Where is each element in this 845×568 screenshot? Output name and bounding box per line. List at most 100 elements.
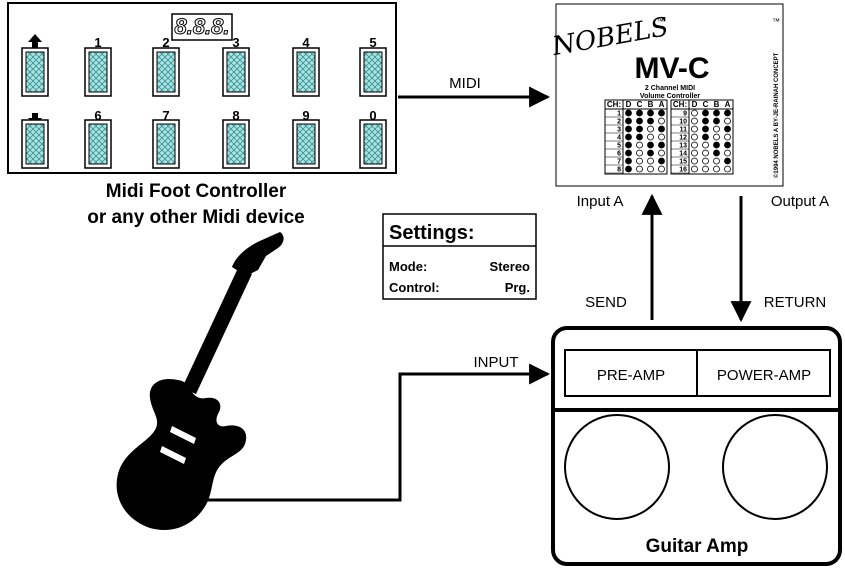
dot-empty [713, 165, 720, 173]
mvc-controller: NOBELS ™ MV-C 2 Channel MIDI Volume Cont… [549, 3, 784, 187]
dot-empty [713, 157, 720, 165]
dot-empty [702, 165, 709, 173]
table-header: C [637, 100, 643, 109]
dot-empty [702, 149, 709, 157]
pedal-label: 1 [94, 35, 101, 50]
channel-number: 16 [679, 167, 687, 174]
dot-filled [647, 149, 654, 157]
dot-filled [625, 165, 632, 173]
pedal-switch-bottom-5 [359, 119, 387, 169]
dot-filled [625, 157, 632, 165]
dot-empty [647, 133, 654, 141]
table-header: D [626, 100, 632, 109]
mvc-subtitle2: Volume Controller [640, 93, 700, 100]
pedal-switch-top-3 [222, 47, 250, 97]
dot-filled [724, 141, 731, 149]
pedal-label: 7 [162, 108, 169, 123]
arrow-up-icon [28, 34, 42, 48]
pedal-label: 9 [302, 108, 309, 123]
channel-number: 5 [617, 143, 621, 150]
channel-number: 8 [617, 167, 621, 174]
dot-filled [713, 149, 720, 157]
dot-empty [636, 141, 643, 149]
dot-filled [713, 109, 720, 117]
dot-empty [713, 133, 720, 141]
channel-number: 10 [679, 119, 687, 126]
dot-filled [625, 149, 632, 157]
pedal-label: 8 [232, 108, 239, 123]
dot-filled [658, 141, 665, 149]
dot-filled [647, 109, 654, 117]
settings-mode-value: Stereo [490, 259, 531, 274]
preamp-label: PRE-AMP [597, 367, 665, 384]
pedal-switch-bottom-4 [292, 119, 320, 169]
pedal-label: 5 [369, 35, 376, 50]
dot-empty [724, 133, 731, 141]
dot-filled [625, 141, 632, 149]
output-a-label: Output A [771, 193, 829, 210]
dot-filled [636, 133, 643, 141]
dot-empty [691, 149, 698, 157]
pedal-label: 2 [162, 35, 169, 50]
channel-number: 15 [679, 159, 687, 166]
dot-empty [636, 165, 643, 173]
input-a-label: Input A [577, 193, 624, 210]
dot-empty [691, 157, 698, 165]
midi-label: MIDI [449, 75, 481, 92]
dot-empty [658, 117, 665, 125]
dot-filled [702, 117, 709, 125]
channel-number: 2 [617, 119, 621, 126]
settings-mode-key: Mode: [389, 259, 427, 274]
dot-filled [636, 125, 643, 133]
foot-controller-caption-line1: Midi Foot Controller [106, 181, 287, 202]
pedal-label: 4 [302, 35, 310, 50]
mvc-subtitle1: 2 Channel MIDI [645, 85, 695, 92]
table-header: A [725, 100, 731, 109]
pedal-switch-top-0 [21, 47, 49, 97]
pedal-switch-top-5 [359, 47, 387, 97]
input-label: INPUT [474, 354, 519, 371]
pedal-label: 6 [94, 108, 101, 123]
dot-empty [691, 141, 698, 149]
dot-filled [625, 117, 632, 125]
dot-filled [713, 117, 720, 125]
dot-empty [691, 133, 698, 141]
channel-table-left [604, 99, 668, 175]
pedal-switch-bottom-2 [152, 119, 180, 169]
pedal-switch-top-2 [152, 47, 180, 97]
dot-empty [691, 165, 698, 173]
led-display-text: 8.8.8. [174, 14, 229, 39]
dot-empty [724, 165, 731, 173]
channel-number: 13 [679, 143, 687, 150]
dot-empty [724, 117, 731, 125]
dot-filled [724, 109, 731, 117]
table-header: CH: [673, 100, 687, 109]
settings-title: Settings: [389, 222, 475, 244]
guitar-amp-label: Guitar Amp [646, 536, 749, 557]
channel-number: 11 [680, 127, 688, 134]
pedal-switch-bottom-1 [84, 119, 112, 169]
dot-filled [647, 117, 654, 125]
speaker-right [722, 414, 828, 520]
table-header: A [659, 100, 665, 109]
dot-empty [691, 117, 698, 125]
pedal-label: 0 [369, 108, 376, 123]
mvc-model: MV-C [635, 52, 710, 85]
led-display [171, 13, 233, 41]
dot-filled [658, 125, 665, 133]
channel-number: 12 [679, 135, 687, 142]
dot-filled [625, 125, 632, 133]
table-header: D [692, 100, 698, 109]
channel-number: 14 [679, 151, 687, 158]
settings-control-value: Prg. [505, 280, 530, 295]
channel-number: 6 [617, 151, 621, 158]
dot-filled [702, 109, 709, 117]
guitar-amp: PRE-AMP POWER-AMP Guitar Amp [551, 326, 842, 566]
pedal-label: 3 [232, 35, 239, 50]
send-label: SEND [585, 294, 627, 311]
settings-control-key: Control: [389, 280, 440, 295]
dot-empty [713, 125, 720, 133]
settings-box: Settings: Mode: Stereo Control: Prg. [382, 213, 537, 300]
mvc-box [555, 3, 784, 187]
dot-empty [647, 125, 654, 133]
